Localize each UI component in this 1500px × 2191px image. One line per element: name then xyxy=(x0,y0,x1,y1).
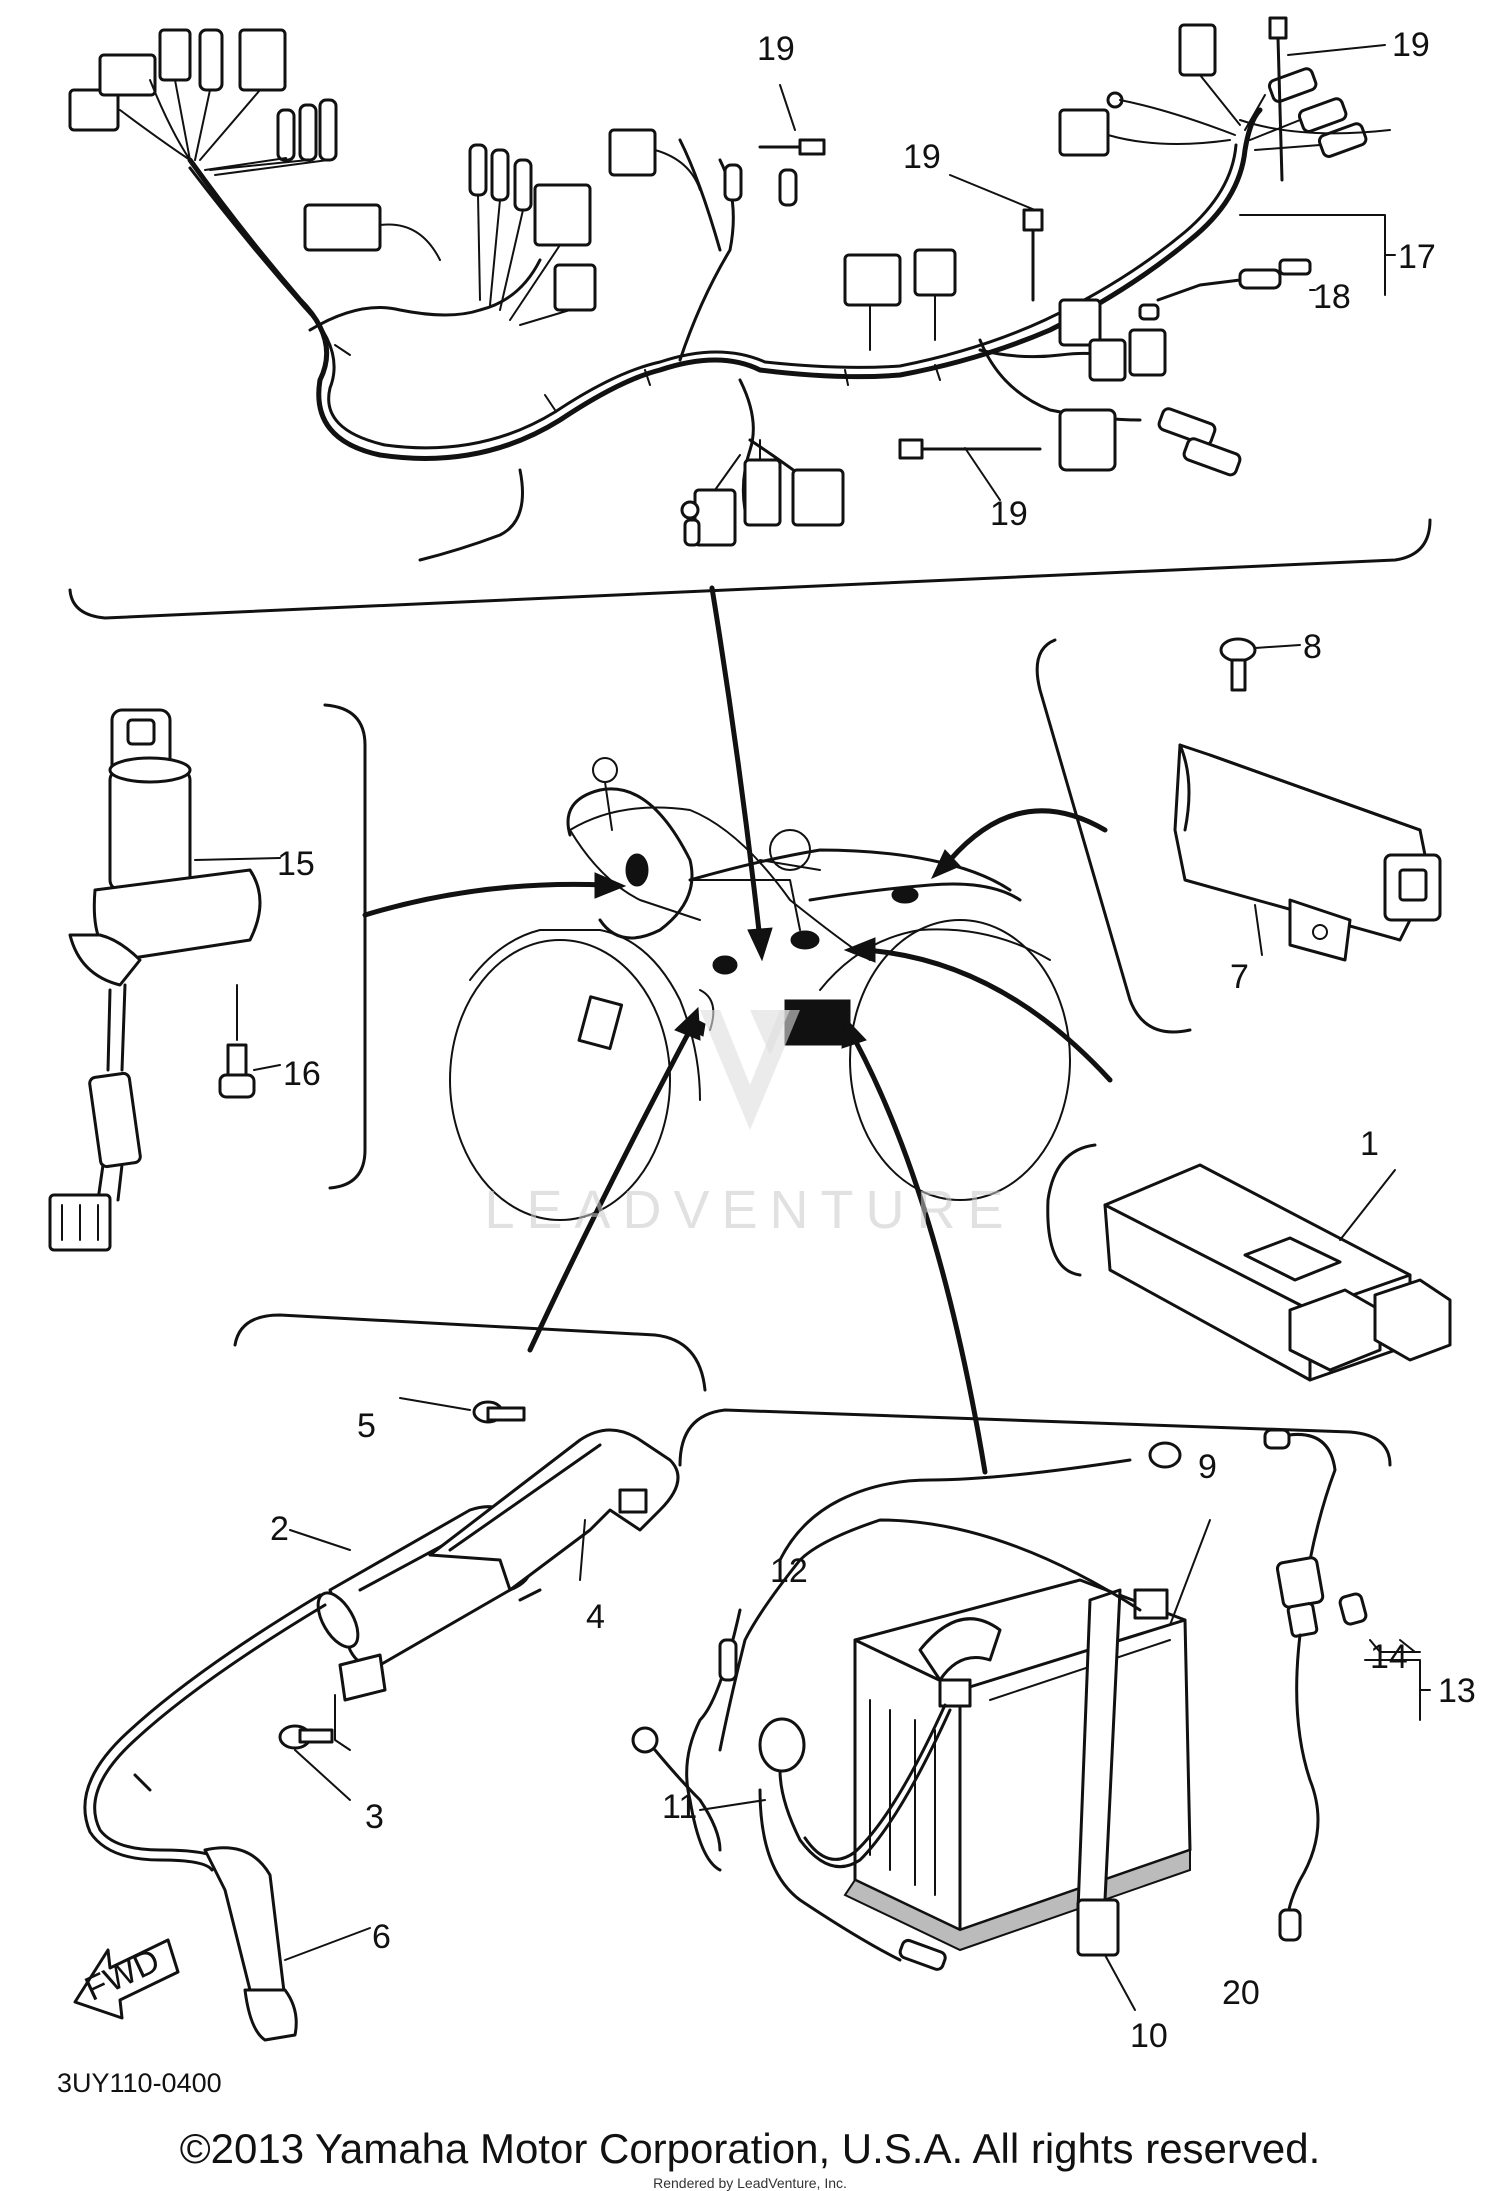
watermark: LEADVENTURE xyxy=(484,1010,1015,1240)
callout-13: 13 xyxy=(1438,1672,1476,1710)
motorcycle-outline xyxy=(449,757,1071,1221)
battery-pad xyxy=(843,1848,1191,1952)
leader-lines xyxy=(779,44,1431,1721)
callout-10: 10 xyxy=(1130,2017,1168,2055)
bolt-3 xyxy=(278,1694,351,1801)
callout-2: 2 xyxy=(270,1510,289,1548)
neutral-switch xyxy=(1263,1428,1421,1942)
callout-8: 8 xyxy=(1303,628,1322,666)
harness-connectors-left xyxy=(68,28,597,326)
callout-1: 1 xyxy=(1360,1125,1379,1163)
fwd-arrow: FWD xyxy=(73,1938,180,2020)
leader-arrows xyxy=(362,585,1113,1475)
callout-14: 14 xyxy=(1370,1638,1408,1676)
callout-6: 6 xyxy=(372,1918,391,1956)
callout-19-top-right: 19 xyxy=(1392,26,1430,64)
callouts: 1 2 3 4 5 6 7 8 9 10 11 12 13 14 15 16 1… xyxy=(270,26,1476,2055)
part-code: 3UY110-0400 xyxy=(57,2068,222,2098)
main-switch xyxy=(48,708,281,1252)
callout-18: 18 xyxy=(1313,278,1351,316)
callout-20: 20 xyxy=(1222,1974,1260,2012)
callout-19-bottom: 19 xyxy=(990,495,1028,533)
bolt-16 xyxy=(218,984,281,1099)
watermark-text: LEADVENTURE xyxy=(484,1180,1015,1240)
callout-9: 9 xyxy=(1198,1448,1217,1486)
cdi-unit xyxy=(1103,1163,1452,1382)
callout-7: 7 xyxy=(1230,958,1249,996)
battery-cables xyxy=(631,1441,1182,1971)
harness-connectors-center xyxy=(608,128,957,547)
callout-19-top-center: 19 xyxy=(757,30,795,68)
callout-17: 17 xyxy=(1398,238,1436,276)
callout-16: 16 xyxy=(283,1055,321,1093)
callout-4: 4 xyxy=(586,1598,605,1636)
part-18-lead xyxy=(1138,258,1312,321)
section-brackets xyxy=(68,518,1432,1467)
screw-8 xyxy=(1219,637,1301,692)
callout-11: 11 xyxy=(662,1788,697,1826)
coil-bracket xyxy=(428,1428,680,1602)
bolt-5 xyxy=(399,1397,526,1424)
rendered-by-notice: Rendered by LeadVenture, Inc. xyxy=(653,2175,847,2191)
callout-19-middle: 19 xyxy=(903,138,941,176)
regulator-unit xyxy=(1173,743,1442,962)
copyright-notice: ©2013 Yamaha Motor Corporation, U.S.A. A… xyxy=(179,2125,1321,2172)
callout-15: 15 xyxy=(277,845,315,883)
callout-3: 3 xyxy=(365,1798,384,1836)
callout-5: 5 xyxy=(357,1407,376,1445)
harness-connectors-right xyxy=(1058,23,1368,477)
spark-plug-lead xyxy=(83,1593,371,2042)
callout-12: 12 xyxy=(770,1552,808,1590)
